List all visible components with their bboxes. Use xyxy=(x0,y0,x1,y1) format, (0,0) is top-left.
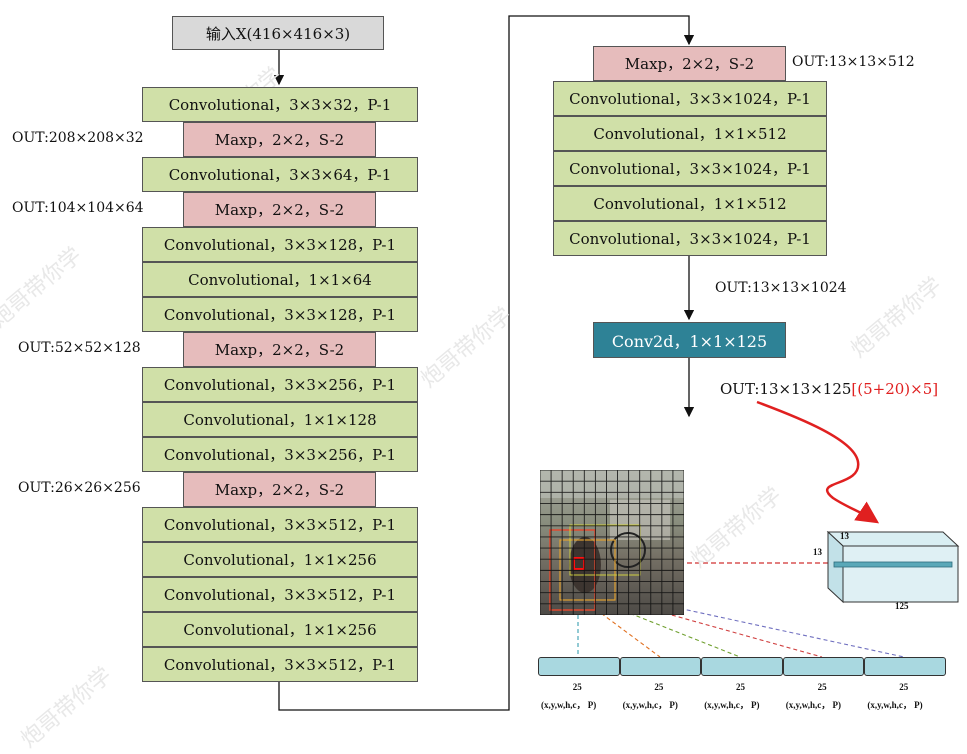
connector-lines xyxy=(273,15,905,711)
anchor-count-label: 25 xyxy=(817,682,827,692)
conv-layer-box: Convolutional，3×3×256，P-1 xyxy=(142,367,418,402)
output-tensor-3d xyxy=(826,530,960,604)
input-box: 输入X(416×416×3) xyxy=(172,16,384,50)
conv2d-box: Conv2d，1×1×125 xyxy=(593,322,786,358)
conv-layer-box: Convolutional，3×3×32，P-1 xyxy=(142,87,418,122)
anchor-count-label: 25 xyxy=(654,682,664,692)
dashed-arrow-anchor-5 xyxy=(631,597,905,658)
line-left-to-right-column xyxy=(278,15,695,711)
red-curve-arrow xyxy=(756,400,880,524)
anchor-count-label: 25 xyxy=(899,682,909,692)
anchor-count-label: 25 xyxy=(736,682,745,692)
output-size-label: OUT:52×52×128 xyxy=(18,340,141,356)
anchor-count-label: 25 xyxy=(572,682,582,692)
maxpool-layer-box: Maxp，2×2，S-2 xyxy=(183,122,376,157)
anchor-segment xyxy=(701,657,783,676)
anchor-fields-label: (x,y,w,h,c， P) xyxy=(704,700,760,710)
conv-layer-box: Convolutional，1×1×256 xyxy=(142,612,418,647)
conv-layer-box: Convolutional，3×3×256，P-1 xyxy=(142,437,418,472)
conv-layer-box: Convolutional，3×3×1024，P-1 xyxy=(553,151,827,186)
maxpool-layer-box: Maxp，2×2，S-2 xyxy=(183,332,376,367)
final-out-label: OUT:13×13×125[(5+20)×5] xyxy=(720,380,938,398)
conv-layer-box: Convolutional，3×3×128，P-1 xyxy=(142,227,418,262)
conv-layer-box: Convolutional，3×3×512，P-1 xyxy=(142,507,418,542)
maxpool-layer-box: Maxp，2×2，S-2 xyxy=(183,192,376,227)
conv-layer-box: Convolutional，1×1×128 xyxy=(142,402,418,437)
output-size-label: OUT:104×104×64 xyxy=(12,200,144,216)
anchor-fields-label: (x,y,w,h,c， P) xyxy=(867,700,923,710)
maxpool-layer-box: Maxp，2×2，S-2 xyxy=(183,472,376,507)
anchor-segment xyxy=(782,657,865,676)
tensor-label-top: 13 xyxy=(840,531,849,541)
anchor-fields-label: (x,y,w,h,c， P) xyxy=(622,700,678,710)
final-out-formula: [(5+20)×5] xyxy=(851,380,939,398)
conv-layer-box: Convolutional，3×3×1024，P-1 xyxy=(553,221,827,256)
anchor-segment xyxy=(864,657,946,676)
conv-layer-box: Convolutional，3×3×512，P-1 xyxy=(142,647,418,682)
anchor-fields-label: (x,y,w,h,c， P) xyxy=(785,700,842,710)
conv-layer-box: Convolutional，3×3×64，P-1 xyxy=(142,157,418,192)
conv-layer-box: Convolutional，1×1×256 xyxy=(142,542,418,577)
anchor-segment xyxy=(538,657,620,676)
conv-layer-box: Convolutional，3×3×128，P-1 xyxy=(142,297,418,332)
maxpool-layer-box: Maxp，2×2，S-2 xyxy=(593,46,786,81)
output-size-label: OUT:13×13×512 xyxy=(792,54,915,70)
final-out-main: OUT:13×13×125 xyxy=(720,380,852,398)
output-size-label: OUT:26×26×256 xyxy=(18,480,141,496)
tensor-label-bottom: 125 xyxy=(895,601,909,611)
conv-layer-box: Convolutional，1×1×512 xyxy=(553,186,827,221)
tensor-label-left: 13 xyxy=(813,547,822,557)
grid-image xyxy=(540,470,684,615)
out-label-13x13x1024: OUT:13×13×1024 xyxy=(715,280,847,296)
output-size-label: OUT:208×208×32 xyxy=(12,130,144,146)
anchor-segment xyxy=(619,657,702,676)
conv-layer-box: Convolutional，1×1×64 xyxy=(142,262,418,297)
conv-layer-box: Convolutional，1×1×512 xyxy=(553,116,827,151)
conv-layer-box: Convolutional，3×3×512，P-1 xyxy=(142,577,418,612)
anchor-fields-label: (x,y,w,h,c， P) xyxy=(541,700,597,710)
conv-layer-box: Convolutional，3×3×1024，P-1 xyxy=(553,81,827,116)
